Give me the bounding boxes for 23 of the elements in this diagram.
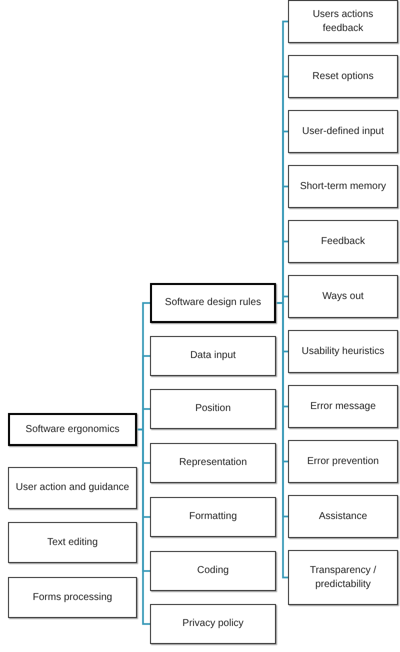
topic-box: Software ergonomics — [8, 413, 137, 446]
topic-box: User-defined input — [288, 110, 398, 153]
topic-box: Text editing — [8, 522, 137, 563]
topic-box: Transparency / predictability — [288, 550, 398, 605]
topic-box: User action and guidance — [8, 467, 137, 509]
topic-box: Usability heuristics — [288, 330, 398, 373]
topic-box: Assistance — [288, 495, 398, 538]
topic-box: Software design rules — [150, 283, 276, 323]
topic-box: Ways out — [288, 275, 398, 318]
topic-box: Short-term memory — [288, 165, 398, 208]
connector-line — [276, 302, 288, 578]
topic-box: Feedback — [288, 220, 398, 263]
topic-box: Forms processing — [8, 577, 137, 618]
topic-box: Error prevention — [288, 440, 398, 483]
topic-box: Coding — [150, 551, 276, 591]
topic-box: Privacy policy — [150, 604, 276, 644]
topic-box: Formatting — [150, 497, 276, 537]
topic-box: Reset options — [288, 55, 398, 98]
topic-box: Representation — [150, 443, 276, 483]
topic-box: Error message — [288, 385, 398, 428]
topic-box: Position — [150, 389, 276, 429]
topic-box: Data input — [150, 336, 276, 376]
topic-box: Users actions feedback — [288, 0, 398, 43]
